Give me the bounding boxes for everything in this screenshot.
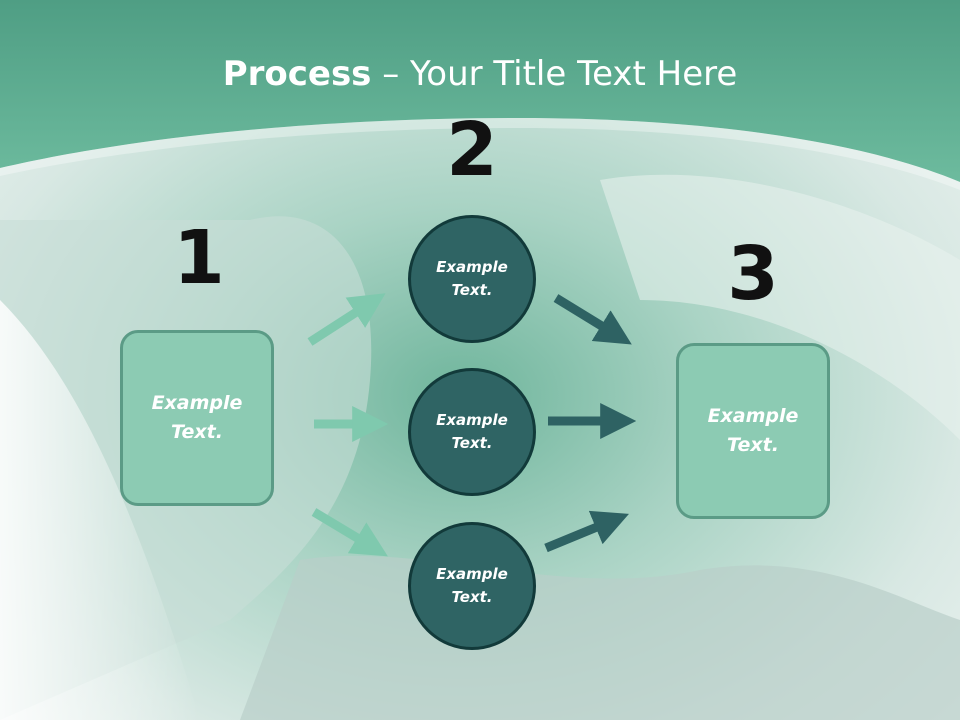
slide-title: Process – Your Title Text Here — [0, 52, 960, 96]
arrow-circle1-to-box3 — [553, 294, 632, 345]
circle-node-1-text: Example Text. — [436, 258, 508, 299]
step-box-3: Example Text. — [676, 343, 830, 519]
title-bold: Process — [222, 54, 372, 94]
step-box-3-text: Example Text. — [707, 405, 799, 456]
step-box-1: Example Text. — [120, 330, 274, 506]
step-box-1-text: Example Text. — [151, 392, 243, 443]
step-number-3: 3 — [727, 231, 779, 317]
circle-node-2: Example Text. — [408, 368, 536, 496]
arrow-box1-to-circle1 — [307, 293, 386, 346]
circle-node-3-text: Example Text. — [436, 565, 508, 606]
title-rest: – Your Title Text Here — [371, 54, 738, 94]
arrow-circle3-to-box3 — [544, 510, 629, 553]
circle-node-2-text: Example Text. — [436, 411, 508, 452]
step-number-2: 2 — [446, 107, 498, 193]
step-number-1: 1 — [173, 215, 225, 301]
arrow-box1-to-circle3 — [311, 508, 388, 557]
circle-node-3: Example Text. — [408, 522, 536, 650]
circle-node-1: Example Text. — [408, 215, 536, 343]
